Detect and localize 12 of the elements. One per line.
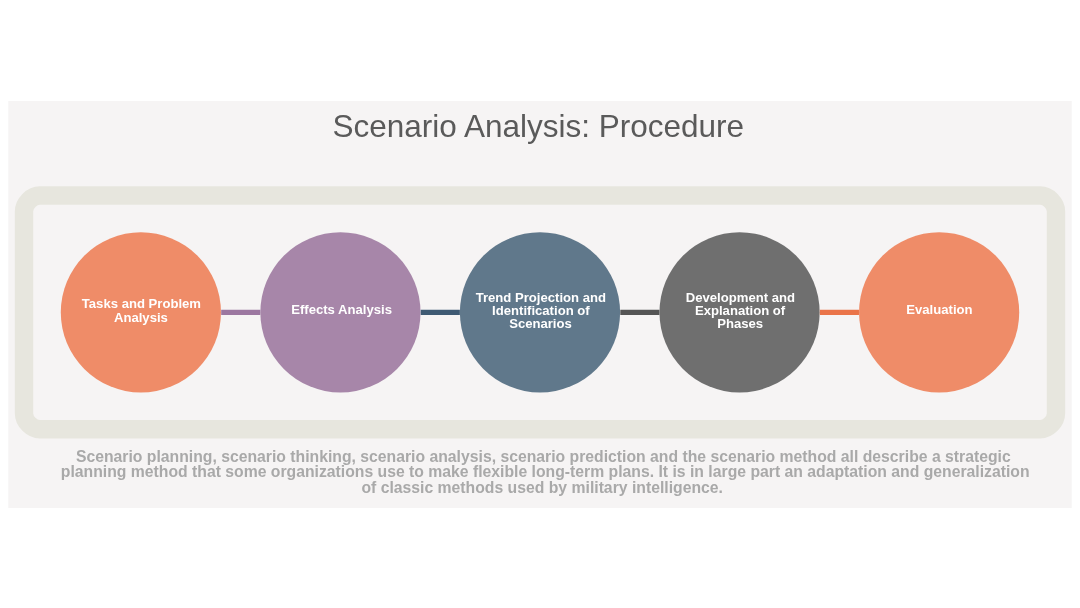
node-circle: Trend Projection and Identification of Scenarios bbox=[459, 231, 621, 392]
connector bbox=[620, 309, 660, 315]
cluster bbox=[14, 185, 1066, 438]
node-circle: Effects Analysis bbox=[260, 231, 421, 392]
connector bbox=[221, 309, 261, 315]
connector bbox=[819, 309, 859, 315]
diagram-title: Scenario Analysis: Procedure bbox=[332, 107, 745, 144]
node-circle: Development and Explanation of Phases bbox=[659, 231, 820, 392]
connector bbox=[420, 309, 460, 315]
node-circle: Tasks and Problem Analysis bbox=[60, 231, 221, 392]
caption: Scenario planning, scenario thinking, scenario analysis, scenario prediction and the scenario method all describe a strategic planning method that some organizations use to make flexible long-term plans. It is in large part an adaptation and generalization of classic methods used by military intelligence. bbox=[60, 447, 1030, 496]
node-circle: Evaluation bbox=[859, 231, 1020, 392]
